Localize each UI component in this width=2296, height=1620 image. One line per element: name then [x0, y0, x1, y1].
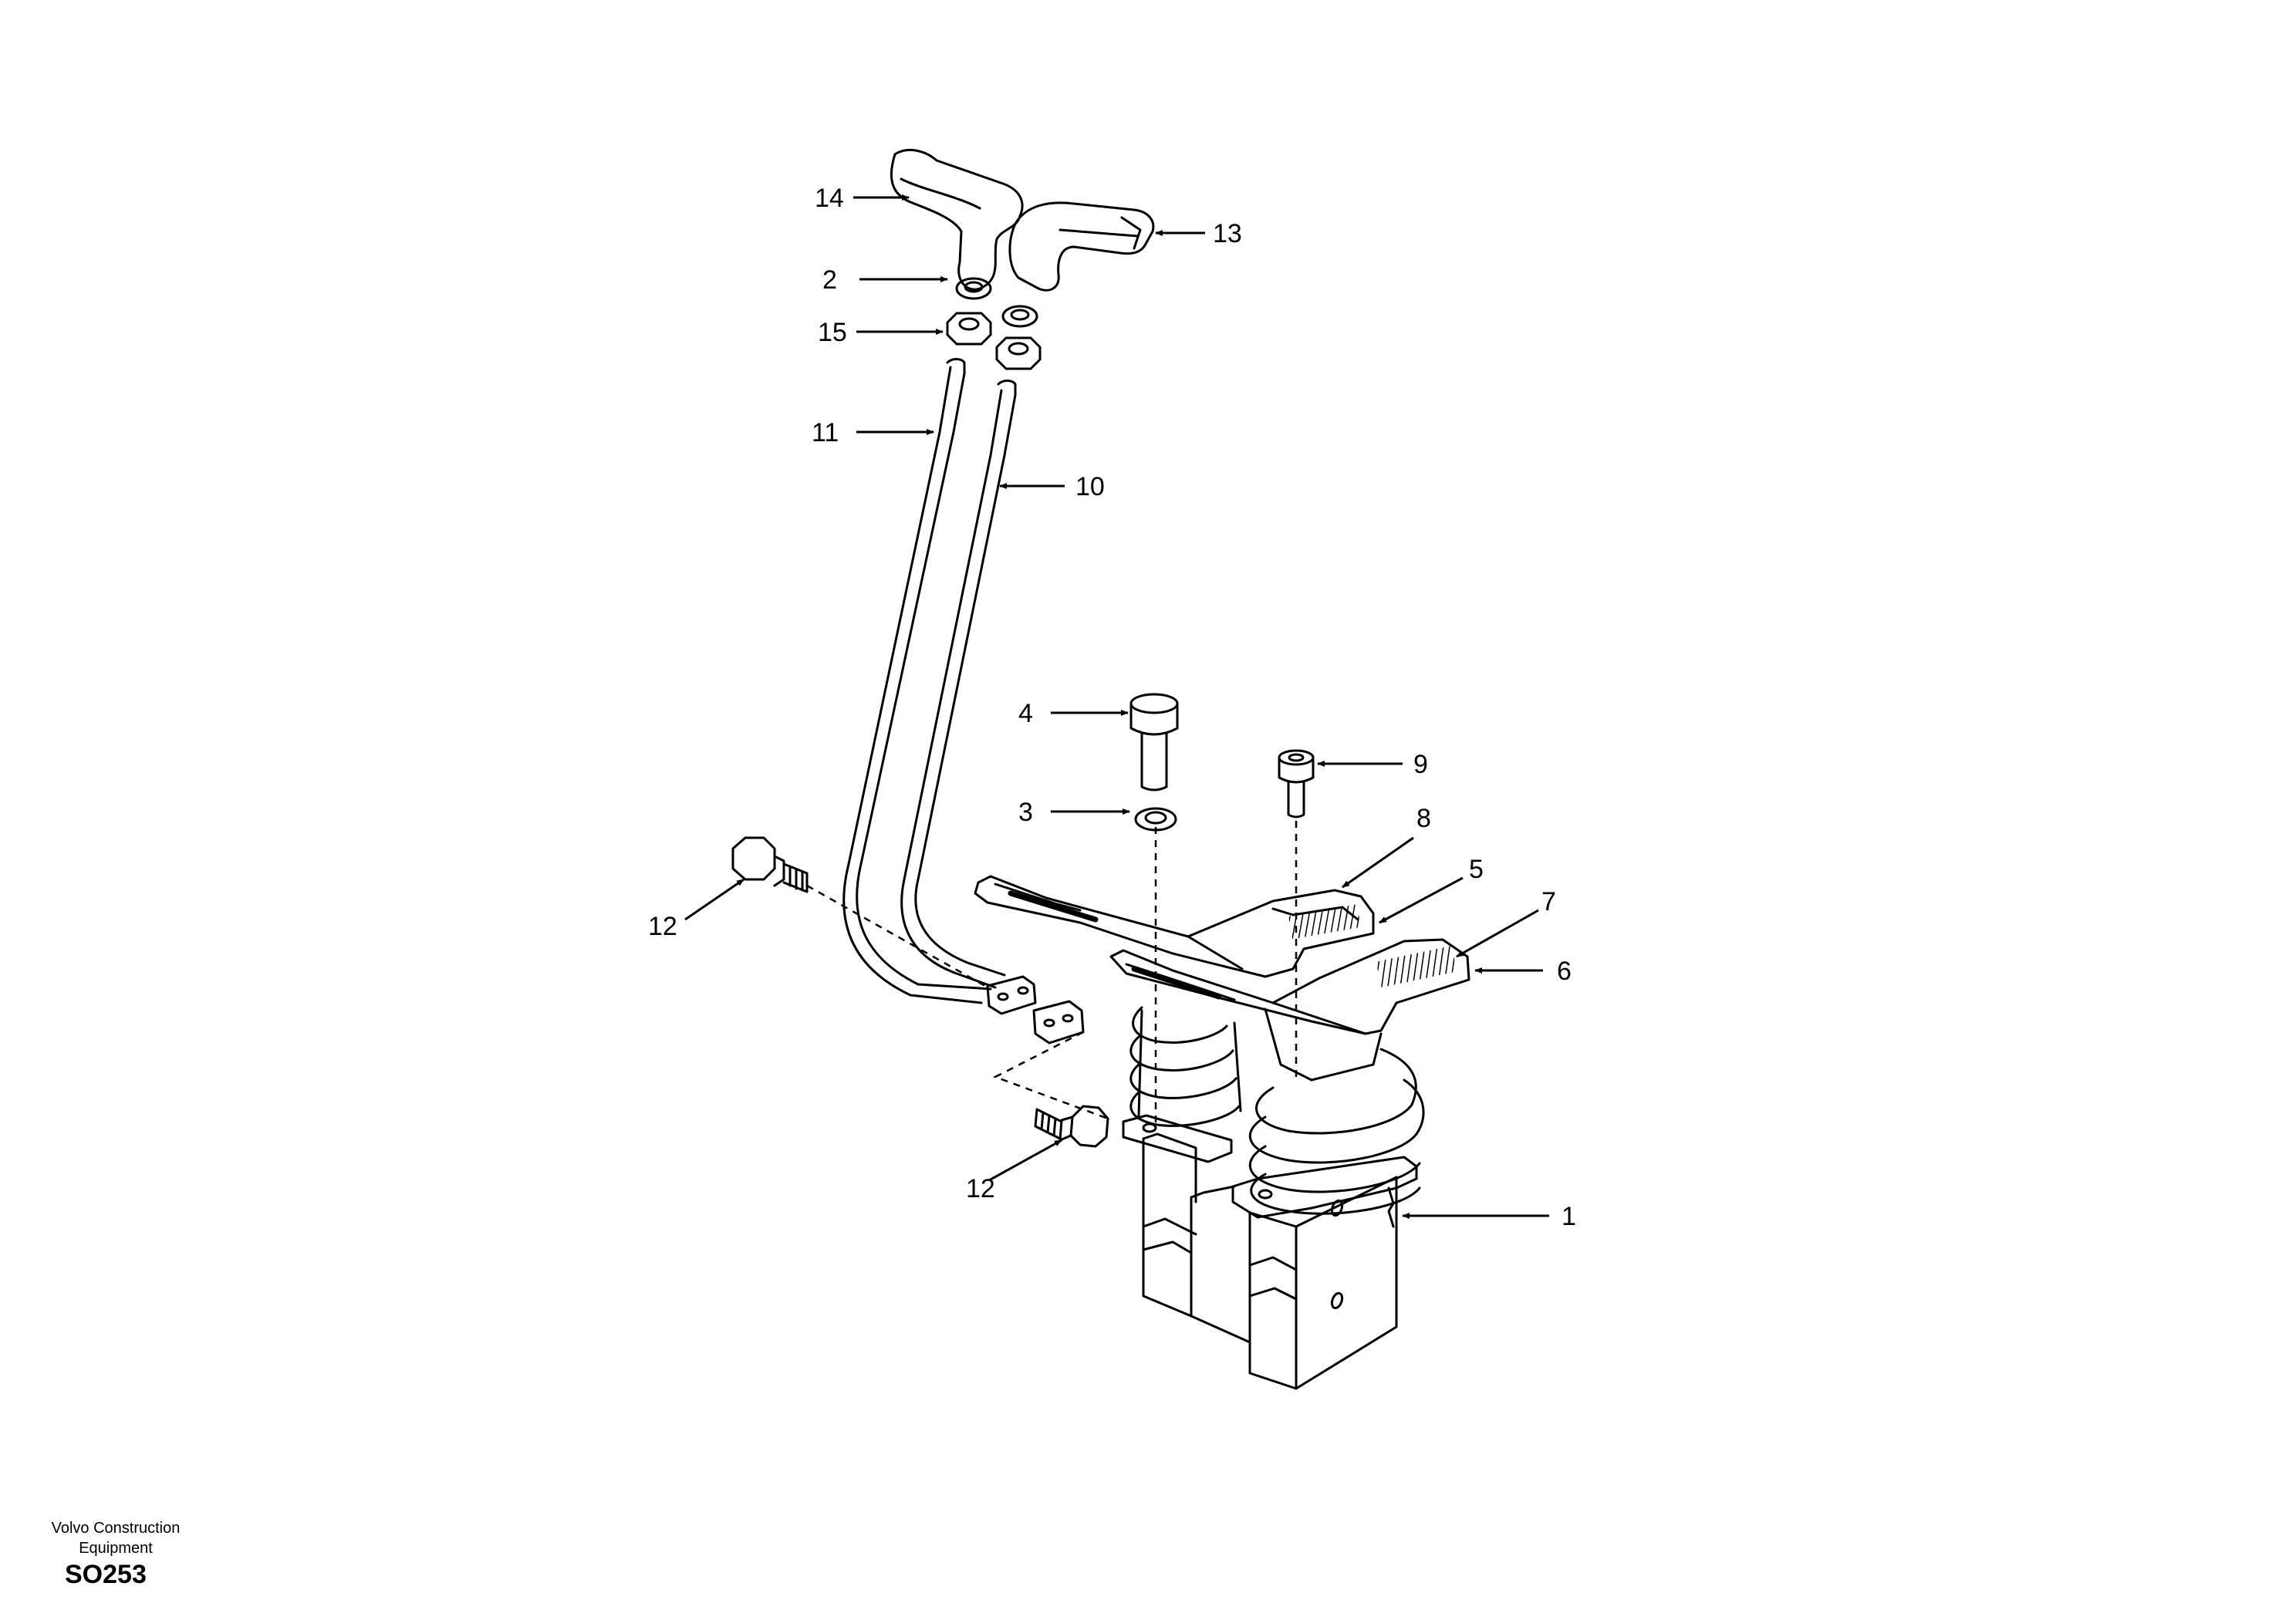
callout-2: 2	[822, 265, 837, 295]
left-lever-rod	[842, 358, 992, 1004]
left-pedal	[974, 875, 1375, 978]
callout-8: 8	[1416, 804, 1431, 833]
socket-head-screw	[1278, 749, 1315, 818]
pilot-valve-body	[1142, 1132, 1398, 1390]
upper-flange-bolt	[731, 836, 809, 893]
left-nut	[946, 312, 992, 346]
callout-10: 10	[1075, 472, 1105, 501]
left-bellows-boot	[1129, 1006, 1242, 1127]
callout-3: 3	[1018, 798, 1033, 827]
left-mounting-flange	[1122, 1114, 1233, 1163]
lever-mount-bracket-upper	[986, 975, 1037, 1015]
callout-7: 7	[1541, 887, 1556, 916]
leader-12a	[684, 878, 745, 921]
callout-15: 15	[818, 318, 847, 347]
lower-flange-bolt	[1034, 1105, 1109, 1148]
lever-mount-bracket-lower	[1032, 1000, 1085, 1045]
callout-9: 9	[1413, 750, 1428, 779]
leader-8	[1342, 836, 1414, 889]
spring-washer	[1134, 807, 1177, 832]
callout-4: 4	[1018, 699, 1033, 728]
right-lever-grip	[1008, 201, 1155, 292]
leader-12b	[988, 1139, 1062, 1182]
company-name-line-1: Volvo Construction	[51, 1520, 181, 1537]
company-name: Volvo Construction Equipment	[39, 1518, 193, 1558]
assembly-guide-lines	[806, 821, 1298, 1126]
right-nut	[995, 336, 1042, 370]
right-mounting-flange	[1231, 1156, 1418, 1219]
callout-11: 11	[812, 418, 839, 447]
callout-12-lower: 12	[966, 1174, 995, 1203]
left-lock-washer	[955, 277, 992, 300]
hex-bolt	[1129, 693, 1179, 791]
callout-5: 5	[1469, 855, 1484, 884]
callout-13: 13	[1213, 219, 1242, 248]
callout-12-upper: 12	[648, 912, 677, 941]
company-name-line-2: Equipment	[79, 1540, 153, 1557]
callout-14: 14	[815, 184, 844, 213]
right-lock-washer	[1001, 305, 1038, 328]
diagram-code: SO253	[65, 1560, 147, 1589]
left-lever-grip	[890, 148, 1024, 291]
leader-5	[1379, 876, 1464, 924]
callout-1: 1	[1562, 1202, 1576, 1231]
callout-6: 6	[1557, 957, 1572, 986]
right-lever-rod	[900, 380, 1017, 989]
right-pedal	[1109, 938, 1470, 1082]
leader-7	[1456, 909, 1539, 958]
